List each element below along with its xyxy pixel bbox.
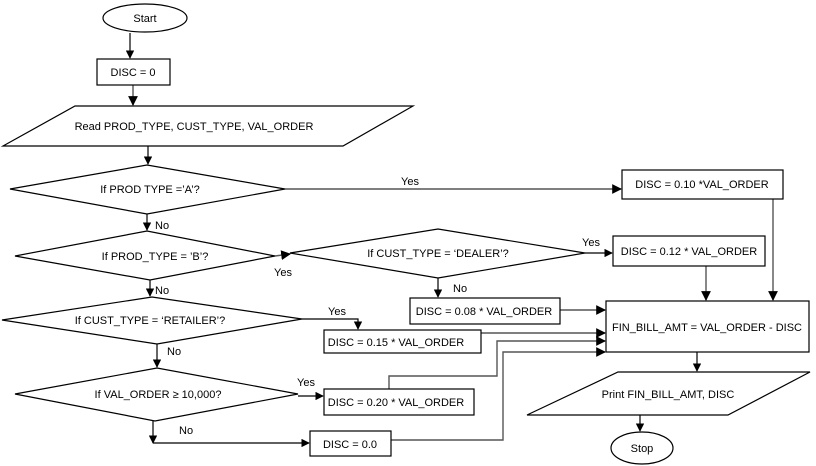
label-retailer-yes: Yes	[328, 306, 346, 318]
decision-b-shape	[14, 230, 276, 281]
decision-retailer-label: If CUST_TYPE = ‘RETAILER’?	[75, 315, 225, 327]
node-disc-15: DISC = 0.15 * VAL_ORDER	[323, 329, 482, 354]
start-label: Start	[133, 13, 156, 25]
disc-10-box	[621, 169, 784, 200]
disc-08-label: DISC = 0.08 * VAL_ORDER	[416, 306, 552, 318]
node-read: Read PROD_TYPE, CUST_TYPE, VAL_ORDER	[0, 105, 416, 147]
disc-20-label: DISC = 0.20 * VAL_ORDER	[328, 397, 464, 409]
label-val-no: No	[179, 425, 193, 437]
edge-labels: Yes No Yes No Yes No Yes No Yes No	[155, 176, 600, 437]
disc-0-box	[309, 430, 392, 457]
node-disc-20: DISC = 0.20 * VAL_ORDER	[323, 388, 475, 416]
node-fin: FIN_BILL_AMT = VAL_ORDER - DISC	[605, 300, 810, 353]
decision-a-shape	[9, 164, 286, 215]
node-disc-0: DISC = 0.0	[309, 430, 392, 457]
disc-0-label: DISC = 0.0	[323, 439, 377, 451]
disc-10-label: DISC = 0.10 *VAL_ORDER	[635, 179, 768, 191]
disc-20-box	[323, 388, 475, 416]
decision-val-label: If VAL_ORDER ≥ 10,000?	[95, 389, 222, 401]
label-retailer-no: No	[167, 346, 181, 358]
node-decision-retailer: If CUST_TYPE = ‘RETAILER’?	[1, 296, 303, 345]
node-start: Start	[102, 3, 188, 33]
fin-label: FIN_BILL_AMT = VAL_ORDER - DISC	[612, 322, 802, 334]
node-decision-a: If PROD TYPE =’A’?	[9, 164, 286, 215]
edge-decb-yes	[274, 250, 291, 261]
stop-terminator	[610, 431, 674, 465]
label-dealer-no: No	[453, 283, 467, 295]
print-output-shape	[526, 371, 811, 416]
fin-box	[605, 300, 810, 353]
node-stop: Stop	[610, 431, 674, 465]
disc-15-box	[323, 329, 482, 354]
label-b-no: No	[155, 285, 169, 297]
decision-b-label: If PROD_TYPE = ’B’?	[102, 251, 209, 263]
read-input-shape	[0, 105, 416, 147]
disc-08-box	[409, 297, 561, 325]
disc-12-label: DISC = 0.12 * VAL_ORDER	[621, 246, 757, 258]
start-terminator	[102, 3, 188, 33]
node-decision-dealer: If CUST_TYPE = ‘DEALER’?	[289, 228, 586, 279]
stop-label: Stop	[631, 443, 654, 455]
node-disc-12: DISC = 0.12 * VAL_ORDER	[612, 235, 766, 267]
connectors	[125, 33, 778, 448]
label-a-yes: Yes	[401, 176, 419, 188]
decision-retailer-shape	[1, 296, 303, 345]
decision-dealer-label: If CUST_TYPE = ‘DEALER’?	[367, 248, 509, 260]
read-label: Read PROD_TYPE, CUST_TYPE, VAL_ORDER	[75, 121, 314, 133]
label-dealer-yes: Yes	[582, 237, 600, 249]
disc-12-box	[612, 235, 766, 267]
node-decision-val: If VAL_ORDER ≥ 10,000?	[14, 367, 299, 422]
print-label: Print FIN_BILL_AMT, DISC	[602, 389, 735, 401]
node-print: Print FIN_BILL_AMT, DISC	[526, 371, 811, 416]
disc-15-label: DISC = 0.15 * VAL_ORDER	[328, 337, 464, 349]
node-decision-b: If PROD_TYPE = ’B’?	[14, 230, 276, 281]
init-label: DISC = 0	[111, 67, 156, 79]
init-box	[96, 58, 171, 86]
decision-dealer-shape	[289, 228, 586, 279]
edge-disc20-fin	[388, 336, 606, 389]
decision-val-shape	[14, 367, 299, 422]
decision-a-label: If PROD TYPE =’A’?	[100, 184, 200, 196]
node-init: DISC = 0	[96, 58, 171, 86]
edge-disc0-fin	[391, 347, 606, 441]
label-b-yes: Yes	[274, 267, 292, 279]
node-disc-10: DISC = 0.10 *VAL_ORDER	[621, 169, 784, 200]
edge-retailer-yes	[302, 318, 363, 330]
label-val-yes: Yes	[297, 377, 315, 389]
label-a-no: No	[155, 220, 169, 232]
node-disc-08: DISC = 0.08 * VAL_ORDER	[409, 297, 561, 325]
